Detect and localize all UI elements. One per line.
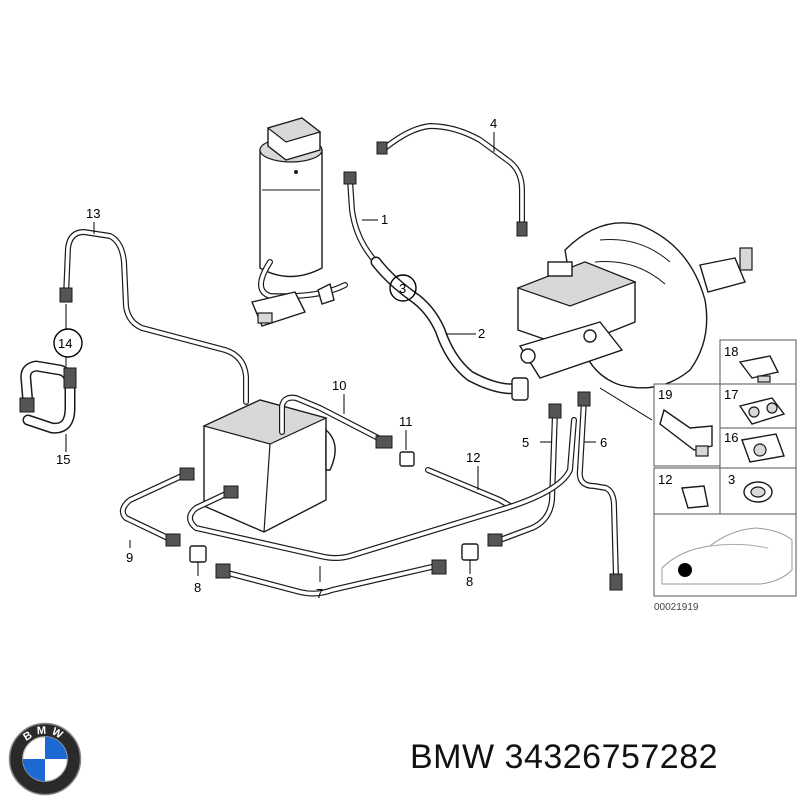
callout-8b: 8 [466,574,473,589]
hose-1-2 [343,171,529,401]
part-number-caption: BMW 34326757282 [410,738,719,776]
brake-pipe-long [187,417,577,561]
callout-circle-14 [53,328,83,358]
callout-7: 7 [316,586,323,601]
brake-pipe-6 [576,391,623,591]
callout-2: 2 [478,326,485,341]
callout-14: 14 [58,336,72,351]
callout-11: 11 [399,414,413,429]
brake-pipe-13 [59,229,249,405]
brake-pipe-7 [215,559,447,597]
callout-9: 9 [126,550,133,565]
callout-6: 6 [600,435,607,450]
inset-label-19: 19 [658,387,672,402]
brake-hose-15 [19,360,77,434]
callout-4: 4 [490,116,497,131]
callout-10: 10 [332,378,346,393]
brake-pipe-4 [376,123,528,237]
callout-5: 5 [522,435,529,450]
leader-lines [65,132,653,582]
inset-label-17: 17 [724,387,738,402]
inset-panel [653,339,797,597]
bmw-logo: BMW [8,722,82,796]
inset-label-12: 12 [658,472,672,487]
pressure-accumulator [251,117,348,327]
brake-pipe-9 [119,467,195,547]
location-marker-dot [678,563,692,577]
brake-pipe-12 [425,467,513,509]
inset-label-16: 16 [724,430,738,445]
callout-12: 12 [466,450,480,465]
brake-booster [516,222,753,389]
hydraulic-unit [202,399,336,533]
inset-label-3: 3 [728,472,735,487]
callout-circle-3 [389,274,417,302]
diagram-code: 00021919 [654,602,699,613]
brake-pipe-5 [497,403,562,543]
callout-8a: 8 [194,580,201,595]
callout-3: 3 [399,281,406,296]
connector-8 [189,533,503,563]
brake-pipe-10-11 [279,394,415,467]
callout-13: 13 [86,206,100,221]
callout-15: 15 [56,452,70,467]
inset-label-18: 18 [724,344,738,359]
callout-1: 1 [381,212,388,227]
